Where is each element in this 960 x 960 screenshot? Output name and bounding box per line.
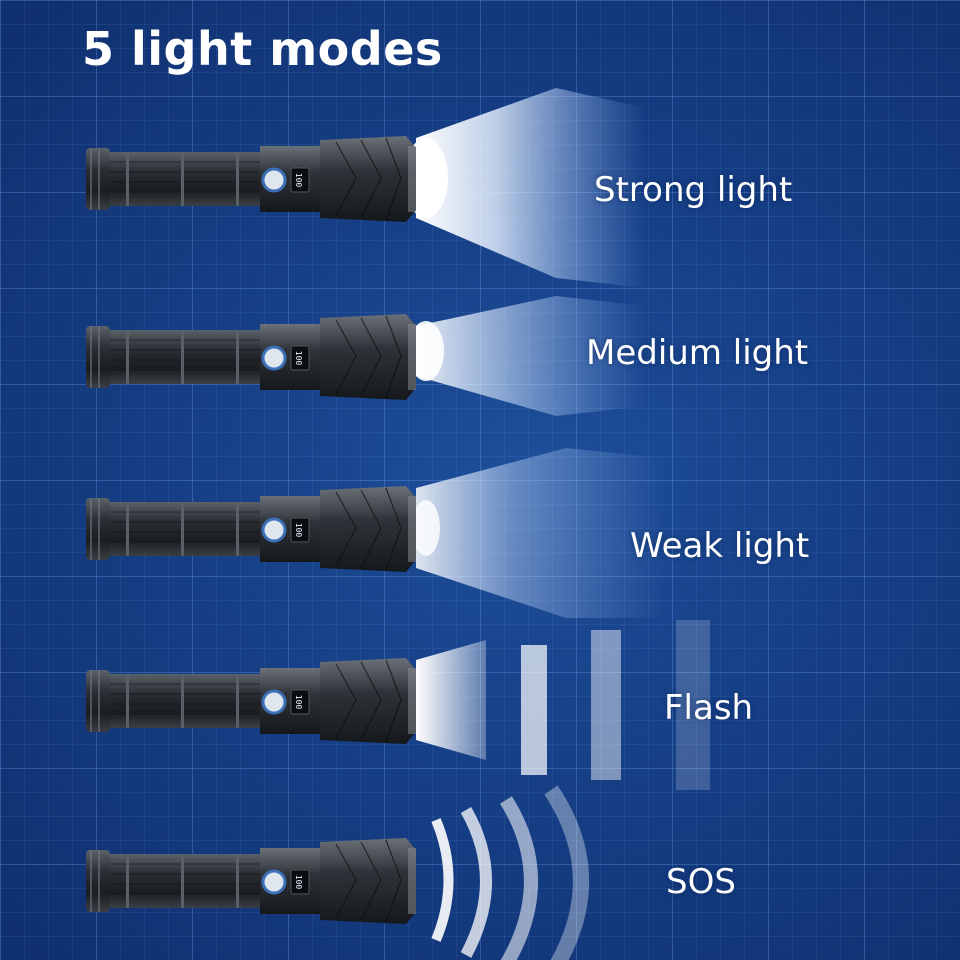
mode-label-strong: Strong light	[594, 170, 793, 210]
flashlight-icon: 100	[86, 486, 416, 572]
flash-beam-2	[521, 645, 547, 775]
flashlight-icon: 100	[86, 838, 416, 924]
sos-wave-4	[544, 785, 589, 960]
flashlight-icon: 100	[86, 314, 416, 400]
display-reading: 100	[294, 695, 303, 710]
sos-wave-2	[460, 807, 492, 958]
flashlight-icon: 100	[86, 136, 416, 222]
medium-beam	[416, 296, 646, 416]
page-title: 5 light modes	[82, 22, 443, 76]
sos-wave-1	[431, 818, 454, 942]
mode-row-weak: 100	[86, 448, 960, 618]
sos-wave-3	[500, 796, 538, 960]
display-reading: 100	[294, 875, 303, 890]
mode-row-flash: 100	[86, 620, 960, 790]
mode-row-medium: 100	[86, 296, 960, 416]
flash-beam-4	[676, 620, 710, 790]
display-reading: 100	[294, 351, 303, 366]
mode-row-sos: 100	[86, 785, 960, 960]
mode-label-weak: Weak light	[630, 526, 810, 566]
mode-row-strong: 100	[86, 88, 960, 288]
display-reading: 100	[294, 523, 303, 538]
flash-beam-graphic	[416, 620, 710, 790]
display-reading: 100	[294, 173, 303, 188]
sos-wave-graphic	[431, 785, 589, 960]
weak-beam	[416, 448, 666, 618]
flash-beam-1	[416, 640, 486, 760]
mode-label-medium: Medium light	[586, 333, 809, 373]
mode-label-flash: Flash	[664, 688, 754, 728]
mode-label-sos: SOS	[666, 862, 736, 902]
flashlight-icon: 100	[86, 658, 416, 744]
strong-beam	[416, 88, 646, 288]
flash-beam-3	[591, 630, 621, 780]
medium-beam-graphic	[408, 296, 646, 416]
weak-beam-graphic	[412, 448, 666, 618]
